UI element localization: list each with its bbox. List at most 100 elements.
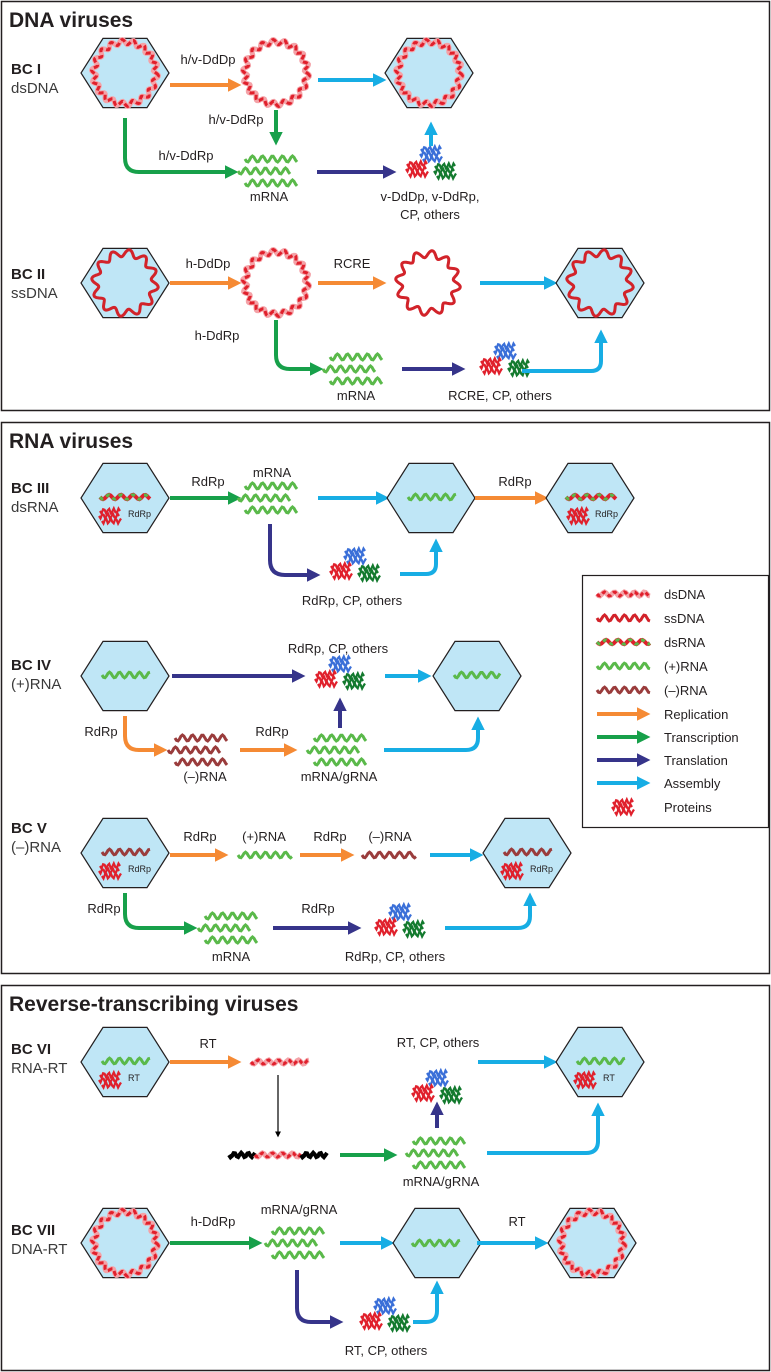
rna-strand xyxy=(263,1238,319,1248)
protein-red xyxy=(566,505,590,527)
proteins-icon xyxy=(329,545,381,584)
plus-rna-strand xyxy=(452,670,502,680)
rna-strand xyxy=(173,757,229,767)
protein-coil xyxy=(611,801,633,813)
legend-item: ssDNA xyxy=(595,611,705,626)
bc6-rt-inner-a: RT xyxy=(128,1073,140,1083)
protein-red xyxy=(611,796,635,818)
protein-coil xyxy=(331,663,352,675)
protein-coil xyxy=(377,926,398,938)
protein-coil xyxy=(412,1082,434,1094)
protein-coil xyxy=(494,340,516,352)
ssdna-strand xyxy=(565,248,635,318)
dsdna-strand xyxy=(241,248,311,318)
legend-label: dsRNA xyxy=(664,635,706,650)
protein-coil xyxy=(330,560,352,572)
protein-red xyxy=(479,355,503,377)
protein-coil xyxy=(344,545,366,557)
protein-coil xyxy=(317,678,338,690)
legend-label: ssDNA xyxy=(664,611,705,626)
rna-strand xyxy=(203,935,259,945)
transcription-arrow xyxy=(123,118,239,179)
transcription-arrow xyxy=(123,893,198,935)
bc5-label-plus-rna: (+)RNA xyxy=(242,829,286,844)
bc6-rt-inner-b: RT xyxy=(603,1073,615,1083)
protein-green xyxy=(433,160,457,182)
bc1-label-hv-dddp: h/v-DdDp xyxy=(181,52,236,67)
dsDNA-wave xyxy=(595,589,651,599)
rna-strand xyxy=(196,923,252,933)
protein-blue xyxy=(419,143,443,165)
protein-coil xyxy=(574,1069,596,1081)
protein-green xyxy=(402,918,426,940)
protein-red xyxy=(405,158,429,180)
protein-coil xyxy=(358,562,380,574)
protein-red xyxy=(411,1082,435,1104)
bc3-name: BC III xyxy=(11,480,49,497)
protein-coil xyxy=(405,163,427,175)
rna-strand xyxy=(328,352,384,362)
bc5-genome: (–)RNA xyxy=(11,839,61,856)
protein-coil xyxy=(433,165,455,177)
protein-coil xyxy=(346,555,367,567)
translation-arrow xyxy=(268,524,321,582)
bc2-label-mrna: mRNA xyxy=(337,388,376,403)
bc2-label-rcre: RCRE xyxy=(334,256,371,271)
protein-green xyxy=(342,670,366,692)
bc5-label-rdrp-d: RdRp xyxy=(301,901,334,916)
protein-coil xyxy=(315,668,337,680)
protein-coil xyxy=(388,906,410,918)
bc4-label-minus-rna: (–)RNA xyxy=(183,769,227,784)
protein-coil xyxy=(391,911,412,923)
protein-coil xyxy=(479,360,501,372)
dsdna-strand xyxy=(394,38,464,108)
bc6-label-mrna-grna: mRNA/gRNA xyxy=(403,1174,480,1189)
dsrna-strand xyxy=(595,638,651,646)
bc7-mrna-grna xyxy=(263,1226,326,1260)
protein-coil xyxy=(614,806,635,818)
protein-coil xyxy=(496,350,517,362)
legend-label: (+)RNA xyxy=(664,659,708,674)
plus-rna-strand xyxy=(406,492,457,502)
rt-section-title: Reverse-transcribing viruses xyxy=(9,993,298,1016)
legend-label: Replication xyxy=(664,707,728,722)
protein-coil xyxy=(329,565,351,577)
rna-strand xyxy=(236,166,292,176)
bc6-name: BC VI xyxy=(11,1041,51,1058)
protein-coil xyxy=(374,1295,396,1307)
rna-strand xyxy=(305,745,361,755)
protein-coil xyxy=(440,1084,462,1096)
legend-item: Transcription xyxy=(597,730,739,745)
protein-coil xyxy=(425,1072,447,1084)
protein-red xyxy=(98,860,122,882)
replication-arrow xyxy=(123,716,168,757)
bc2-genome: ssDNA xyxy=(11,285,58,302)
protein-coil xyxy=(360,1310,382,1322)
protein-blue xyxy=(425,1067,449,1089)
ssdna-strand xyxy=(90,248,160,318)
protein-coil xyxy=(567,505,589,517)
protein-coil xyxy=(343,550,365,562)
bc6-label-rt: RT xyxy=(199,1036,216,1051)
assembly-arrow xyxy=(487,1102,605,1155)
bc4-label-rdrp-b: RdRp xyxy=(255,724,288,739)
assembly-arrow xyxy=(445,892,537,930)
rna-section-title: RNA viruses xyxy=(9,430,133,453)
protein-coil xyxy=(422,153,443,165)
protein-coil xyxy=(493,345,515,357)
protein-coil xyxy=(357,567,379,579)
protein-coil xyxy=(373,1300,395,1312)
rt-section-frame xyxy=(0,984,771,1372)
proteins-icon xyxy=(479,340,531,379)
dsdna-strand xyxy=(253,1151,303,1159)
bc1-genome: dsDNA xyxy=(11,80,59,97)
minus-rna-strand xyxy=(100,847,151,857)
proteins-icon xyxy=(411,1067,463,1106)
protein-coil xyxy=(99,505,121,517)
protein-coil xyxy=(419,148,441,160)
protein-red xyxy=(98,1069,122,1091)
protein-icon xyxy=(611,796,635,818)
bc2-mrna xyxy=(321,352,384,386)
legend-item: dsDNA xyxy=(595,587,706,602)
